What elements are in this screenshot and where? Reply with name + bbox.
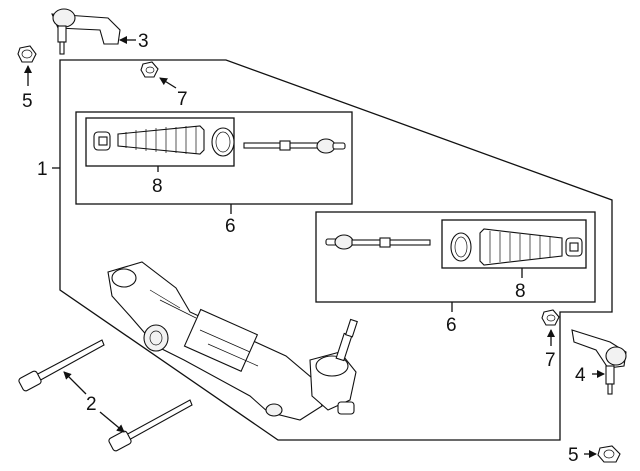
outer-tie-rod-end-right [571, 329, 627, 395]
callout-7-bottom: 7 [545, 350, 556, 371]
assembly-outline [59, 59, 613, 441]
nut-lower [541, 309, 560, 326]
nut-left [17, 45, 37, 63]
callout-3: 3 [138, 31, 149, 52]
kit-box-bottom [315, 211, 596, 303]
callout-7-top: 7 [177, 89, 188, 110]
boot-clamp-small-top [93, 131, 111, 151]
outer-tie-rod-end-left [51, 8, 121, 55]
leader-lines [24, 36, 605, 458]
inner-tie-rod-bottom [325, 234, 431, 250]
mounting-bolt-upper [18, 339, 105, 392]
mounting-bolt-lower [108, 399, 193, 452]
steering-boot-bottom [479, 228, 563, 266]
callout-5-left: 5 [22, 91, 33, 112]
boot-kit-box-bottom [441, 219, 587, 269]
callout-5-right: 5 [568, 445, 579, 466]
callout-8-top: 8 [152, 176, 163, 197]
callout-6-bottom: 6 [446, 315, 457, 336]
callout-2: 2 [86, 394, 97, 415]
inner-tie-rod-top [243, 138, 346, 154]
boot-clamp-large-bottom [450, 232, 472, 262]
boot-clamp-small-bottom [565, 237, 583, 257]
steering-gear-rack [107, 261, 358, 421]
callout-1: 1 [37, 159, 48, 180]
boot-clamp-large-top [211, 127, 235, 157]
callout-8-bottom: 8 [515, 281, 526, 302]
nut-right [597, 445, 621, 463]
nut-upper [140, 61, 159, 78]
steering-boot-top [117, 125, 205, 155]
kit-box-top [75, 111, 353, 205]
callout-4: 4 [575, 365, 586, 386]
callout-6-top: 6 [225, 216, 236, 237]
